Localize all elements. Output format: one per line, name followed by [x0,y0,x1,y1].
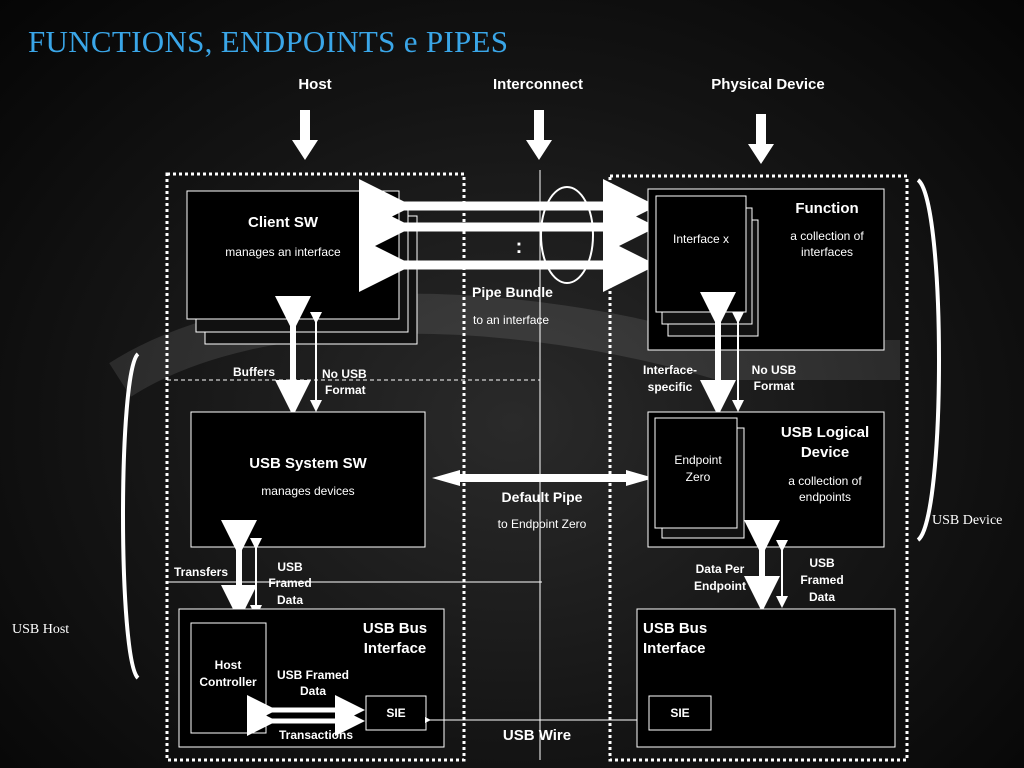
usb-host-brace [121,352,140,680]
usb-logical-device-line2: Device [801,444,849,461]
buffers-label: Buffers [233,365,275,379]
default-pipe-desc: to Endpoint Zero [498,517,587,531]
slide-title: FUNCTIONS, ENDPOINTS e PIPES [28,24,509,59]
interface-specific-line2: specific [648,380,693,394]
host-framed-line1: USB [277,560,303,574]
endpoint-zero-box [654,417,738,529]
endpoint-zero-line2: Zero [686,470,711,484]
device-framed-line3: Data [809,590,835,604]
usb-system-sw-box [190,411,426,548]
interface-x-label: Interface x [673,232,729,246]
pipe-bundle-dots: : [516,236,523,258]
hc-framed-line1: USB Framed [277,668,349,682]
host-controller-line1: Host [215,658,242,672]
host-sie-box [365,695,427,731]
usb-device-brace [916,178,941,542]
function-desc-line1: a collection of [790,229,864,243]
pipe-bundle-title: Pipe Bundle [472,284,553,300]
column-header-physical-device: Physical Device [711,76,824,93]
device-sie-box [648,695,712,731]
host-down-arrow [292,110,318,160]
usb-device-label: USB Device [932,513,1002,528]
hc-framed-line2: Data [300,684,326,698]
data-per-endpoint-line1: Data Per [696,562,745,576]
device-bus-interface-line2: Interface [643,640,706,657]
device-sie-label: SIE [670,706,689,720]
host-sie-label: SIE [386,706,405,720]
usb-host-label: USB Host [12,622,69,637]
column-header-interconnect: Interconnect [493,76,583,93]
transfers-label: Transfers [174,565,228,579]
default-pipe-title: Default Pipe [502,489,583,505]
logical-desc-line1: a collection of [788,474,862,488]
no-usb-format-host-line1: No USB [322,367,367,381]
device-down-arrow [748,114,774,164]
function-title: Function [795,200,858,217]
host-framed-line3: Data [277,593,303,607]
pipe-bundle-ellipse [540,186,594,284]
device-boundary [608,174,909,762]
host-boundary [165,172,466,762]
usb-system-sw-title: USB System SW [249,455,367,472]
column-down-arrows [292,110,774,164]
data-per-endpoint-line2: Endpoint [694,579,746,593]
no-usb-format-device-line2: Format [754,379,795,393]
no-usb-format-device-line1: No USB [752,363,797,377]
logical-desc-line2: endpoints [799,490,851,504]
default-pipe-arrow [432,470,654,486]
host-controller-line2: Controller [199,675,257,689]
interface-specific-line1: Interface- [643,363,697,377]
function-desc-line2: interfaces [801,245,853,259]
interface-x-box [655,195,747,313]
usb-system-sw-desc: manages devices [261,484,354,498]
device-framed-line2: Framed [800,573,843,587]
device-framed-line1: USB [809,556,835,570]
endpoint-zero-line1: Endpoint [674,453,722,467]
pipe-bundle-desc: to an interface [473,313,549,327]
host-bus-interface-line2: Interface [364,640,427,657]
column-header-host: Host [298,76,331,93]
usb-wire-label: USB Wire [503,727,571,744]
usb-logical-device-line1: USB Logical [781,424,869,441]
transactions-label: Transactions [279,728,353,742]
device-bus-interface-line1: USB Bus [643,620,707,637]
host-bus-interface-line1: USB Bus [363,620,427,637]
no-usb-format-host-line2: Format [325,383,366,397]
host-framed-line2: Framed [268,576,311,590]
interconnect-down-arrow [526,110,552,160]
client-sw-desc: manages an interface [225,245,341,259]
client-sw-title: Client SW [248,214,319,231]
